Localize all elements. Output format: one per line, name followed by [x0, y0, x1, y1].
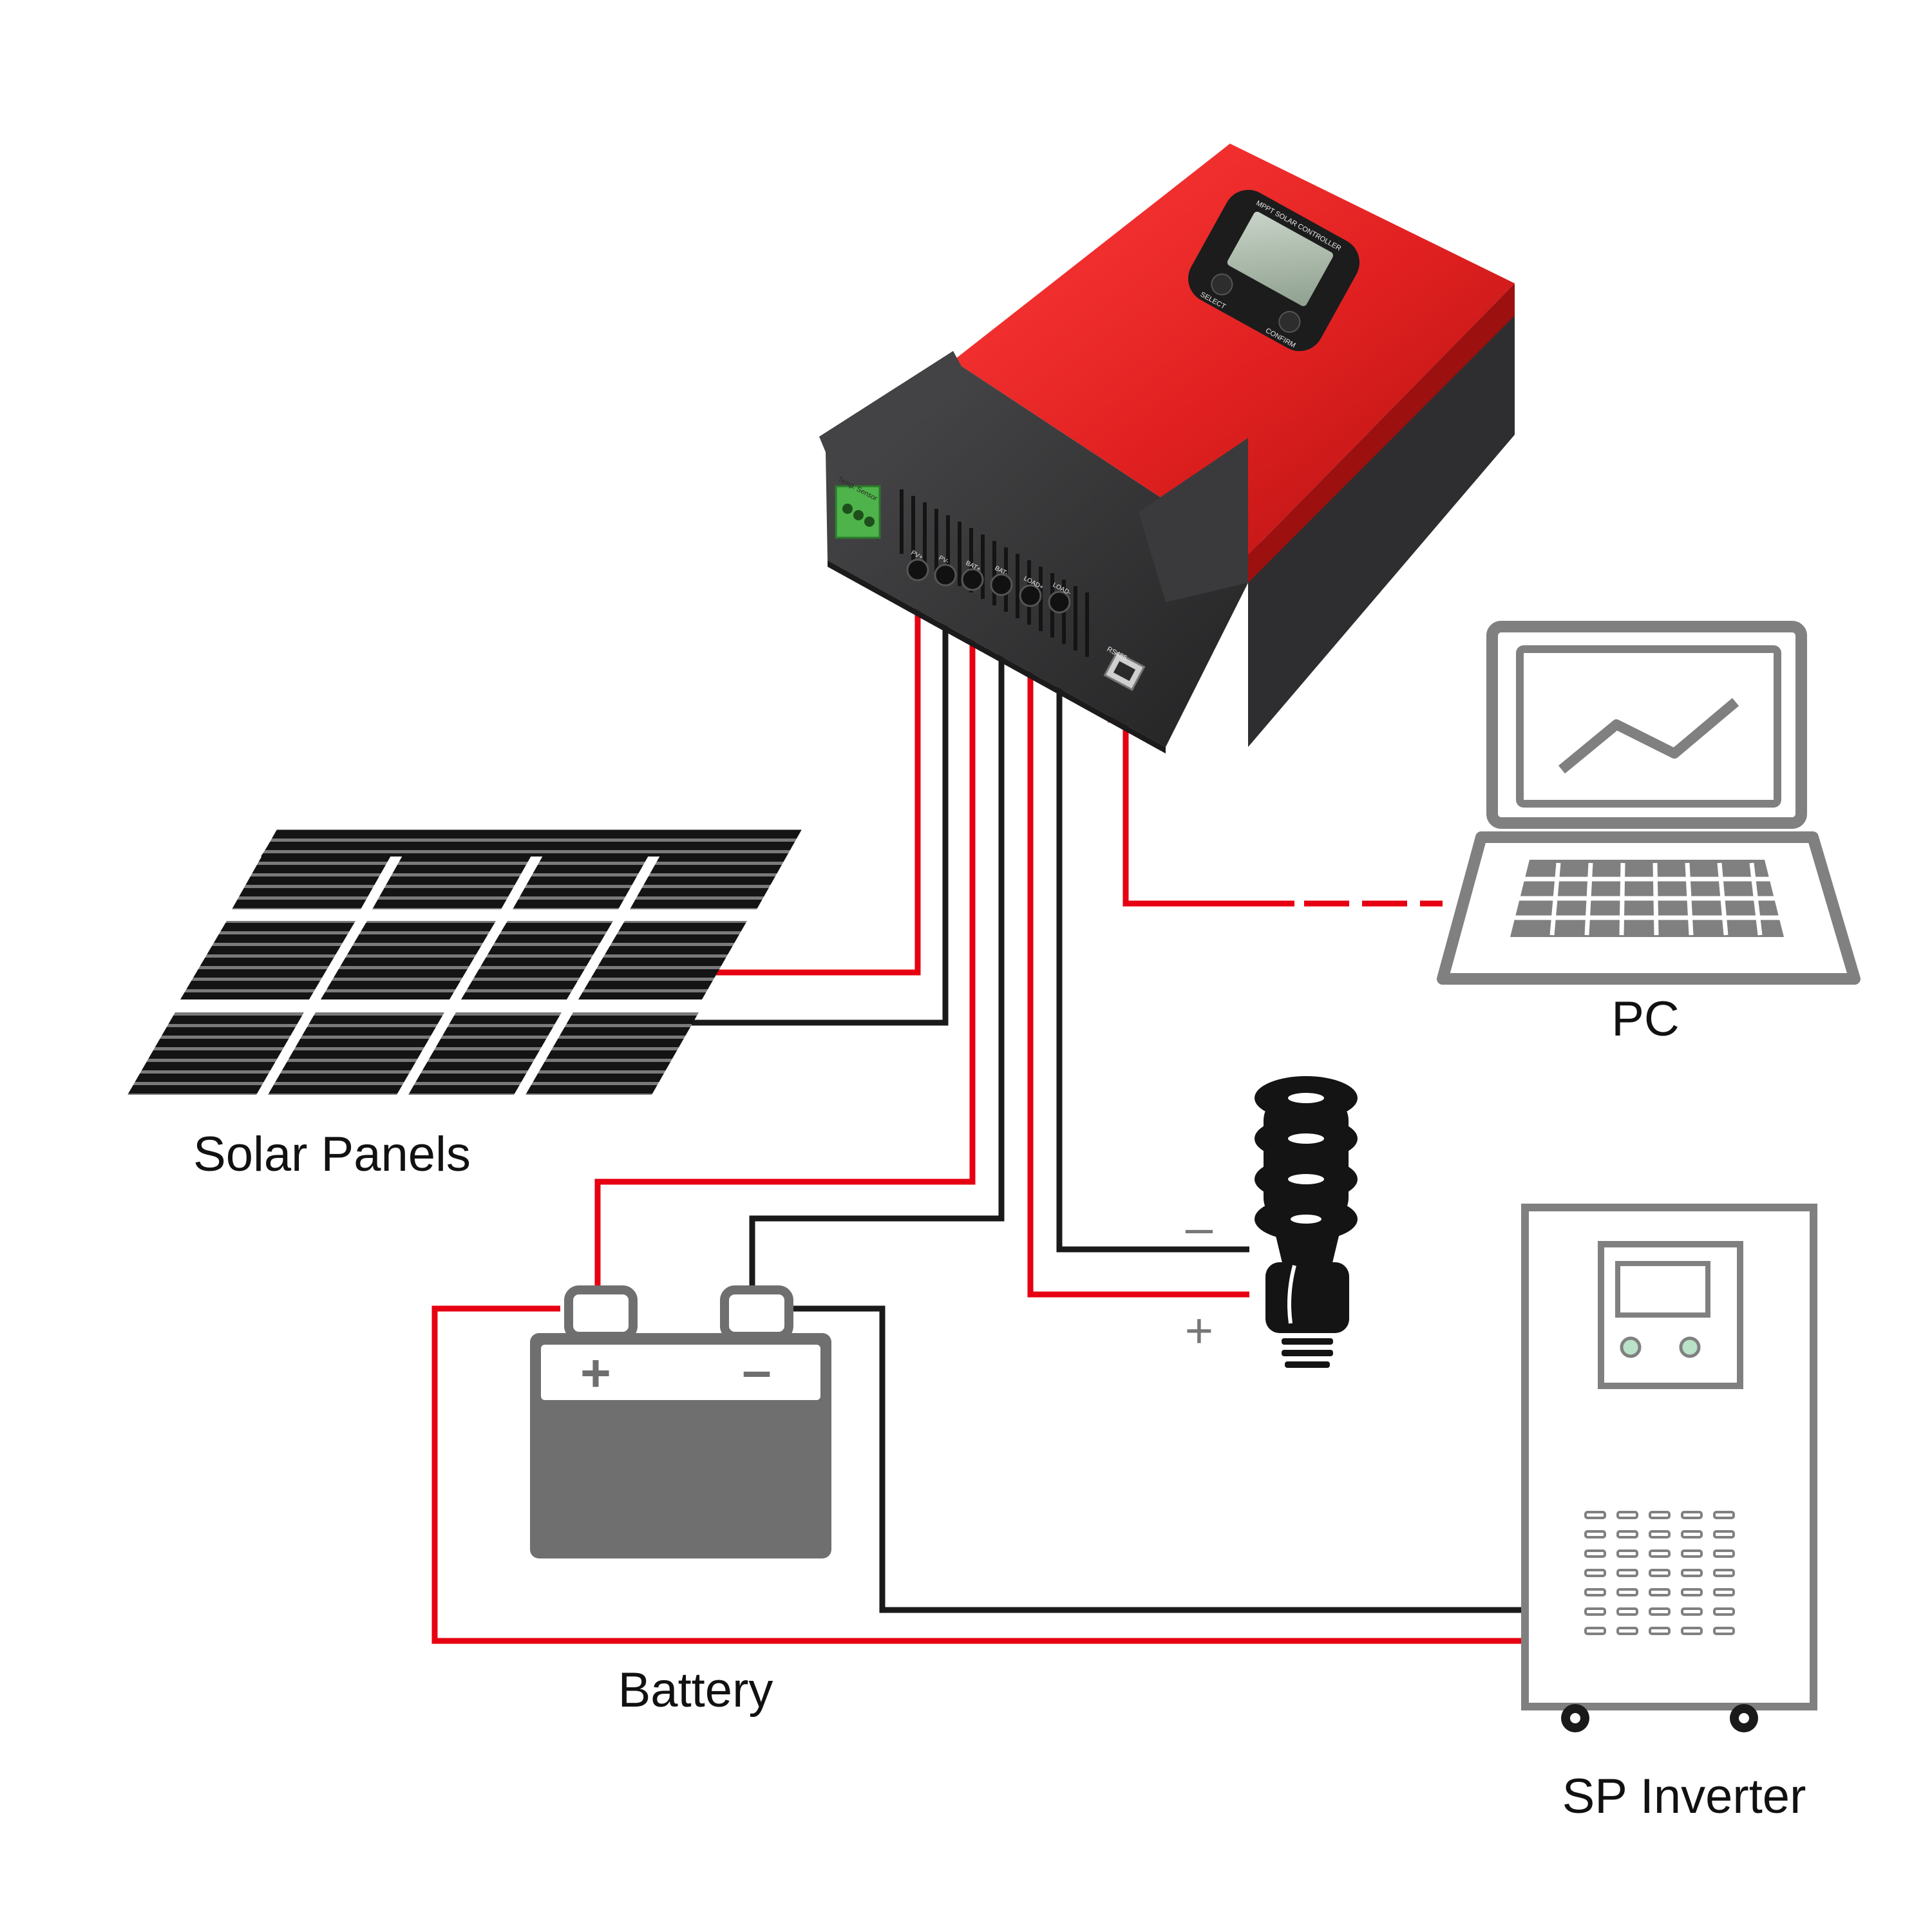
confirm-button[interactable] [1276, 308, 1304, 336]
load-plus-sign: + [1185, 1303, 1213, 1358]
inverter-button-right [1679, 1336, 1701, 1358]
label-battery: Battery [618, 1663, 773, 1718]
controller-right-cap [1139, 438, 1248, 602]
terminal-load-positive [1019, 584, 1042, 607]
controller-top-edge [1248, 283, 1515, 583]
trend-line-icon [1558, 697, 1739, 774]
controller-front-lower [828, 560, 1166, 753]
laptop-icon [1437, 621, 1861, 985]
terminal-bat-positive [961, 568, 984, 591]
controller-terminals: PV+ PV- BAT+ BAT- LOAD+ LOAD- [906, 549, 1072, 614]
mppt-controller: MPPT SOLAR CONTROLLER SELECT CONFIRM Tem… [819, 144, 1515, 753]
terminal-bat-negative [990, 573, 1013, 596]
wire-inverter-negative [789, 1305, 1525, 1613]
controller-left-cap [819, 351, 972, 480]
inverter-vent-grille [1584, 1511, 1735, 1635]
battery-plus-mark: + [580, 1344, 611, 1403]
terminal-load-negative [1048, 591, 1071, 614]
wire-load-negative [1056, 605, 1249, 1253]
wire-inverter-positive [431, 1305, 1525, 1644]
wire-load-positive [1027, 599, 1249, 1298]
battery-terminal-positive [564, 1285, 638, 1341]
battery-terminal-negative [720, 1285, 793, 1341]
battery-minus-mark: – [742, 1341, 772, 1400]
laptop-screen-inner [1516, 645, 1781, 808]
wire-bat-positive [594, 583, 976, 1288]
label-pc: PC [1611, 992, 1680, 1046]
wire-pv-negative [676, 580, 949, 1026]
load-minus-sign: – [1186, 1200, 1213, 1255]
wires [431, 576, 1525, 1644]
wire-bat-negative [749, 586, 1005, 1288]
inverter-button-left [1620, 1336, 1642, 1358]
controller-front [826, 361, 1248, 747]
battery-top-band [541, 1345, 820, 1400]
lcd-screen [1227, 211, 1334, 307]
label-solar-panels: Solar Panels [193, 1127, 471, 1182]
wire-pv-positive [702, 576, 921, 976]
battery-icon: + – [530, 1285, 831, 1558]
lightbulb-icon [1255, 1076, 1358, 1368]
controller-right-side [1248, 312, 1515, 747]
inverter-icon [1521, 1204, 1817, 1732]
controller-vents [900, 489, 1089, 657]
wire-rs485 [1122, 721, 1294, 907]
laptop-base [1437, 831, 1861, 985]
terminal-pv-negative [934, 564, 957, 587]
inverter-display [1615, 1261, 1710, 1318]
label-sp-inverter: SP Inverter [1562, 1769, 1806, 1824]
terminal-pv-positive [906, 558, 929, 582]
controller-top [953, 144, 1515, 555]
select-button[interactable] [1208, 270, 1236, 299]
laptop-screen-frame [1486, 621, 1807, 829]
solar-panel-icon [128, 829, 802, 1095]
